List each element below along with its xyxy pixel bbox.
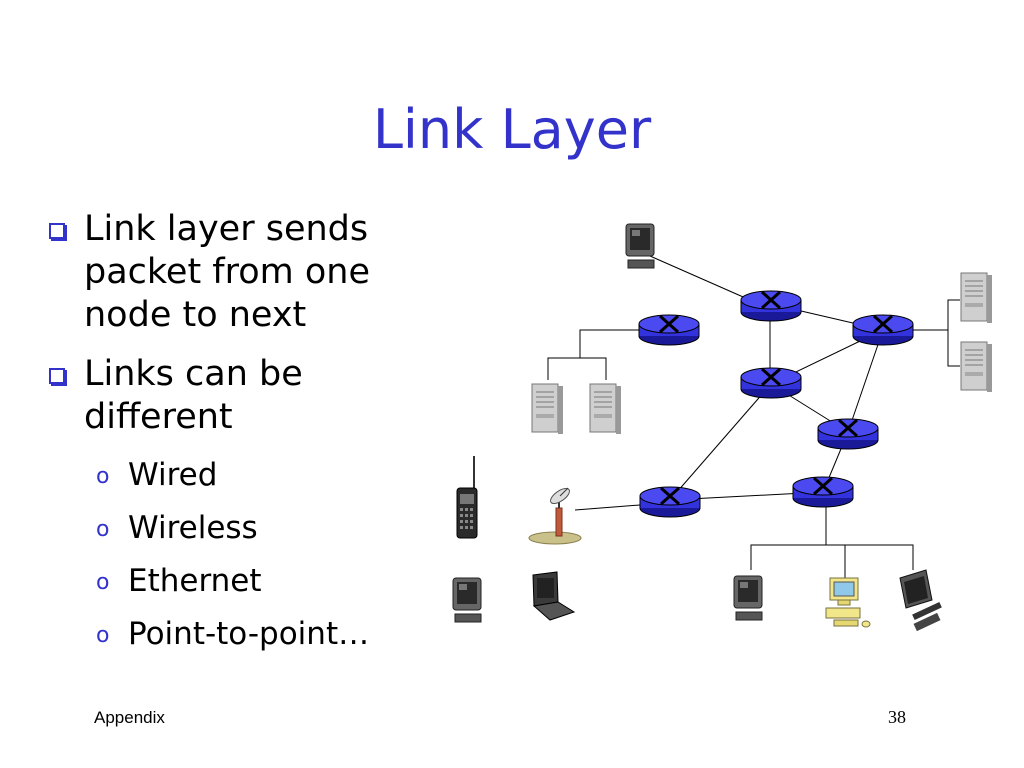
page-number: 38: [888, 707, 906, 727]
router-icon: [739, 289, 803, 323]
desktop-computer-icon: [733, 575, 763, 621]
sub-bullet-item: o Wired: [46, 455, 406, 495]
sub-bullet-text: Wireless: [128, 510, 258, 546]
bullet-list: Link layer sends packet from one node to…: [46, 208, 406, 667]
sub-bullet-text: Point-to-point…: [128, 616, 370, 652]
sub-bullet-item: o Point-to-point…: [46, 614, 406, 654]
workstation-icon: [825, 577, 871, 628]
workstation-icon: [899, 569, 942, 632]
sub-bullet-item: o Ethernet: [46, 561, 406, 601]
server-tower-icon: [960, 272, 993, 324]
circle-bullet-icon: o: [96, 464, 110, 489]
laptop-icon: [532, 571, 576, 621]
server-tower-icon: [531, 383, 564, 435]
bullet-text: Links can be different: [84, 354, 303, 437]
router-icon: [739, 366, 803, 400]
square-bullet-icon: [49, 368, 65, 384]
sub-bullet-item: o Wireless: [46, 508, 406, 548]
circle-bullet-icon: o: [96, 570, 110, 595]
footer-label: Appendix: [94, 708, 165, 727]
server-tower-icon: [960, 341, 993, 393]
router-icon: [851, 313, 915, 347]
router-icon: [638, 485, 702, 519]
circle-bullet-icon: o: [96, 517, 110, 542]
router-icon: [637, 313, 701, 347]
satellite-dish-icon: [528, 487, 582, 545]
bullet-item: Links can be different: [46, 353, 406, 439]
server-tower-icon: [589, 383, 622, 435]
square-bullet-icon: [49, 223, 65, 239]
sub-bullet-text: Wired: [128, 457, 218, 493]
bullet-item: Link layer sends packet from one node to…: [46, 208, 406, 337]
bullet-text: Link layer sends packet from one node to…: [84, 209, 371, 335]
router-icon: [816, 417, 880, 451]
desktop-computer-icon: [452, 577, 482, 623]
sub-bullet-text: Ethernet: [128, 563, 262, 599]
slide-title: Link Layer: [372, 98, 652, 161]
desktop-computer-icon: [625, 223, 655, 269]
circle-bullet-icon: o: [96, 623, 110, 648]
router-icon: [791, 475, 855, 509]
cell-phone-icon: [456, 456, 478, 539]
